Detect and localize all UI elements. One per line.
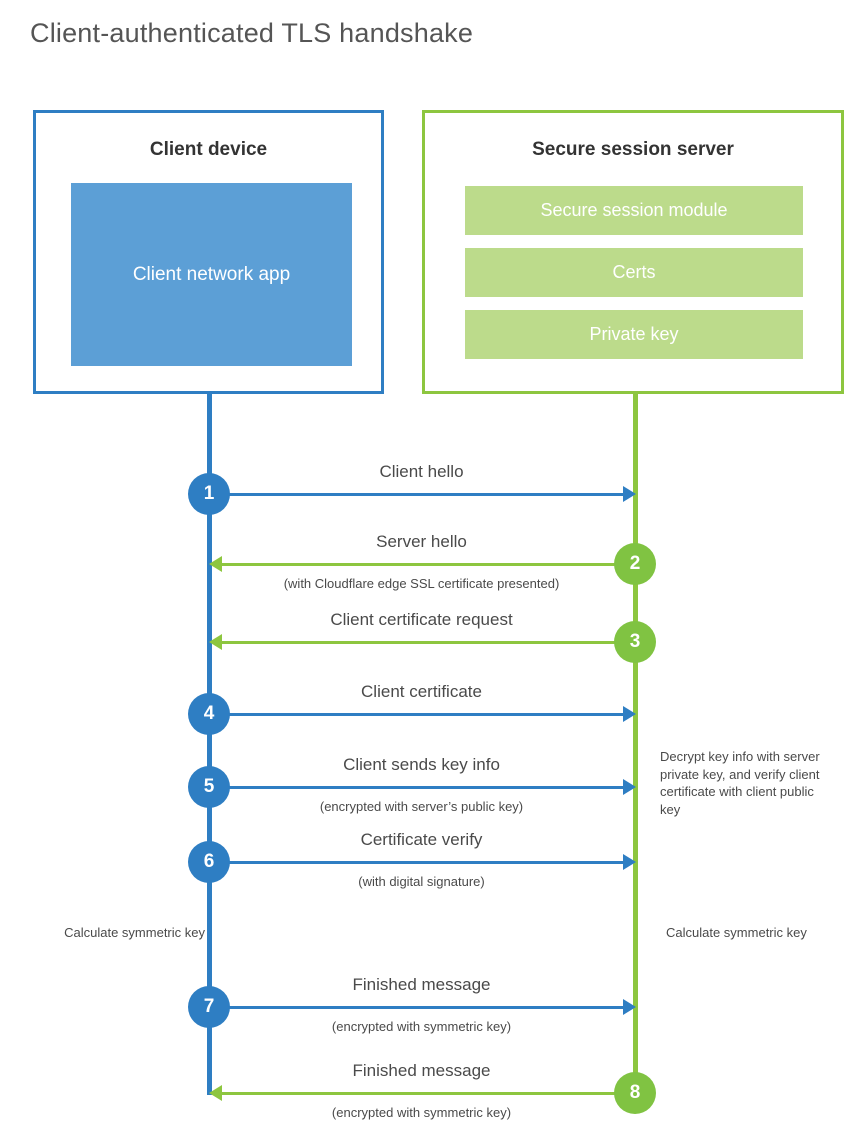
step-sublabel-7: (encrypted with symmetric key) xyxy=(331,1019,512,1034)
server-lifeline xyxy=(633,393,638,1095)
step-label-4: Client certificate xyxy=(361,682,482,701)
arrow-head-left-icon xyxy=(209,556,222,572)
client-lifeline xyxy=(207,393,212,1095)
note-server-decrypt: Decrypt key info with server private key… xyxy=(660,749,820,817)
client-network-app-box: Client network app xyxy=(71,183,352,366)
arrow-line-4 xyxy=(209,713,627,716)
arrow-head-right-icon xyxy=(623,854,636,870)
arrow-head-right-icon xyxy=(623,779,636,795)
step-label-3: Client certificate request xyxy=(330,610,513,629)
step-label-8: Finished message xyxy=(352,1061,491,1080)
secure-session-server-box: Secure session server Secure session mod… xyxy=(422,110,844,394)
arrow-head-left-icon xyxy=(209,1085,222,1101)
secure-session-server-title: Secure session server xyxy=(532,139,734,160)
step-label-6: Certificate verify xyxy=(360,830,483,849)
page-title: Client-authenticated TLS handshake xyxy=(30,18,474,48)
arrow-line-7 xyxy=(209,1006,627,1009)
step-sublabel-8: (encrypted with symmetric key) xyxy=(331,1105,512,1120)
step-sublabel-6: (with digital signature) xyxy=(358,874,485,889)
server-module-certs: Certs xyxy=(465,248,803,297)
step-badge-4: 4 xyxy=(188,693,230,735)
step-badge-7: 7 xyxy=(188,986,230,1028)
step-label-5: Client sends key info xyxy=(343,755,500,774)
note-client-calculate-symmetric-key: Calculate symmetric key xyxy=(64,925,205,940)
step-sublabel-2: (with Cloudflare edge SSL certificate pr… xyxy=(283,576,560,591)
arrow-head-right-icon xyxy=(623,706,636,722)
step-badge-1: 1 xyxy=(188,473,230,515)
arrow-head-right-icon xyxy=(623,486,636,502)
step-label-7: Finished message xyxy=(352,975,491,994)
step-label-1: Client hello xyxy=(379,462,464,481)
step-sublabel-5: (encrypted with server’s public key) xyxy=(319,799,524,814)
arrow-head-right-icon xyxy=(623,999,636,1015)
arrow-line-6 xyxy=(209,861,627,864)
arrow-line-1 xyxy=(209,493,627,496)
client-device-title: Client device xyxy=(149,139,268,160)
arrow-line-8 xyxy=(218,1092,636,1095)
server-module-private-key: Private key xyxy=(465,310,803,359)
server-module-secure-session-module: Secure session module xyxy=(465,186,803,235)
step-badge-5: 5 xyxy=(188,766,230,808)
step-badge-3: 3 xyxy=(614,621,656,663)
note-server-calculate-symmetric-key: Calculate symmetric key xyxy=(666,925,807,940)
step-label-2: Server hello xyxy=(376,532,467,551)
step-badge-8: 8 xyxy=(614,1072,656,1114)
step-badge-6: 6 xyxy=(188,841,230,883)
client-device-box: Client device Client network app xyxy=(33,110,384,394)
arrow-line-3 xyxy=(218,641,636,644)
step-badge-2: 2 xyxy=(614,543,656,585)
arrow-line-2 xyxy=(218,563,636,566)
arrow-line-5 xyxy=(209,786,627,789)
arrow-head-left-icon xyxy=(209,634,222,650)
